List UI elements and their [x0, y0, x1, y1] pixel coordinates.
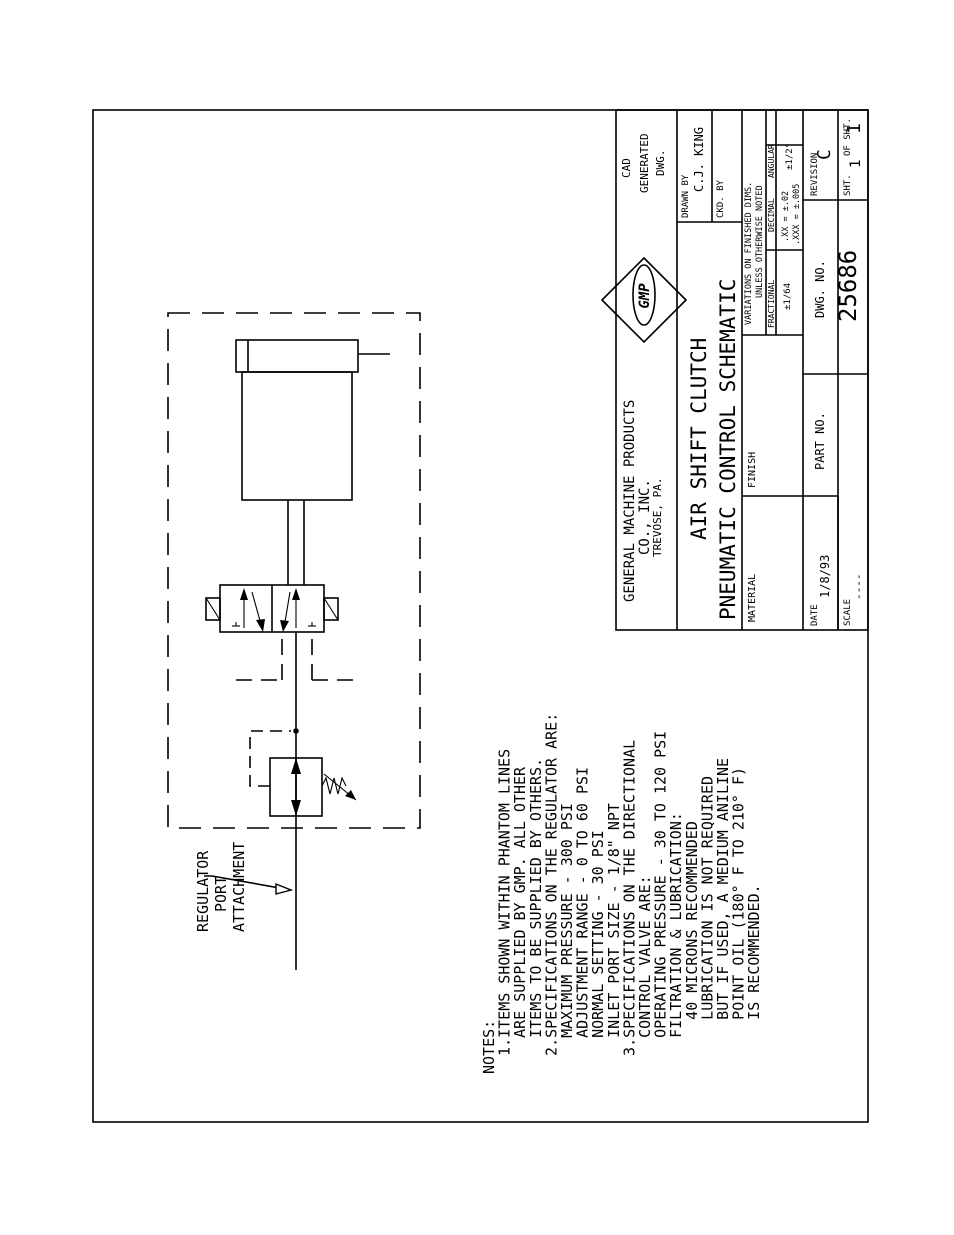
cad-label-line2: GENERATED: [638, 133, 651, 193]
variations-line1: VARIATIONS ON FINISHED DIMS.: [744, 182, 754, 325]
drawn-by-label: DRAWN BY: [681, 174, 691, 218]
date-label: DATE: [810, 604, 820, 626]
company-logo: GMP: [600, 256, 688, 344]
decimal-label: DECIMAL: [767, 198, 776, 232]
sheet-label: SHT.: [843, 174, 853, 196]
callout-line2: PORT: [212, 876, 230, 912]
notes-heading: NOTES:: [480, 1020, 498, 1074]
sheet-value: 1: [848, 160, 864, 168]
directional-control-valve: [205, 584, 339, 633]
note-line: IS RECOMMENDED.: [745, 884, 763, 1074]
company-name-line1: GENERAL MACHINE PRODUCTS: [622, 400, 638, 602]
note-line: INLET PORT SIZE - 1/8" NPT: [605, 803, 623, 1074]
callout-line3: ATTACHMENT: [230, 842, 248, 932]
revision-label: REVISION: [810, 153, 820, 196]
company-name-line3: TREVOSE, PA.: [651, 478, 664, 557]
title-block: GMP GENERAL MACHINE PRODUCTS CO., INC. T…: [600, 109, 869, 631]
material-label: MATERIAL: [747, 574, 758, 622]
company-name-line2: CO., INC.: [637, 479, 653, 555]
pneumatic-schematic: [167, 312, 421, 970]
fractional-label: FRACTIONAL: [767, 280, 776, 328]
note-line: 40 MICRONS RECOMMENDED: [683, 821, 701, 1074]
variations-line2: UNLESS OTHERWISE NOTED: [755, 185, 765, 298]
note-line: FILTRATION & LUBRICATION:: [667, 812, 685, 1074]
date-value: 1/8/93: [818, 555, 832, 598]
note-line: ITEMS TO BE SUPPLIED BY OTHERS.: [527, 758, 545, 1074]
of-sheets-label: OF SHT.: [843, 118, 853, 156]
notes-block: NOTES: 1.ITEMS SHOWN WITHIN PHANTOM LINE…: [480, 713, 763, 1074]
of-sheets-value: 1: [844, 123, 865, 134]
regulator-symbol: [249, 730, 357, 817]
phantom-boundary: [167, 312, 421, 829]
note-line: 2.SPECIFICATIONS ON THE REGULATOR ARE:: [542, 713, 560, 1074]
note-line: NORMAL SETTING - 30 PSI: [589, 830, 607, 1074]
part-no-label: PART NO.: [813, 412, 827, 470]
note-line: 1.ITEMS SHOWN WITHIN PHANTOM LINES: [496, 749, 514, 1074]
dwg-no-label: DWG. NO.: [813, 260, 827, 318]
note-line: ARE SUPPLIED BY GMP. ALL OTHER: [511, 766, 529, 1074]
logo-text: GMP: [637, 283, 653, 309]
drawn-by-value: C.J. KING: [692, 127, 706, 192]
revision-value: C: [814, 149, 835, 160]
note-line: POINT OIL (180° F TO 210° F): [730, 767, 748, 1074]
callout-line1: REGULATOR: [194, 850, 212, 932]
note-line: CONTROL VALVE ARE:: [636, 875, 654, 1074]
regulator-port-callout: REGULATOR PORT ATTACHMENT: [194, 842, 248, 932]
air-cylinder: [235, 339, 390, 501]
checked-by-label: CKD. BY: [716, 179, 726, 218]
scale-label: SCALE: [843, 599, 853, 626]
note-line: MAXIMUM PRESSURE - 300 PSI: [558, 803, 576, 1074]
cad-label-line3: DWG.: [654, 150, 667, 177]
drawing-title-line2: PNEUMATIC CONTROL SCHEMATIC: [716, 279, 740, 620]
callout-leader: [204, 875, 292, 891]
angular-label: ANGULAR: [767, 144, 776, 178]
angular-value: ±1/2°: [785, 143, 795, 170]
note-line: OPERATING PRESSURE - 30 TO 120 PSI: [652, 731, 670, 1074]
scale-value: ----: [852, 574, 865, 601]
dwg-no-value: 25686: [834, 250, 862, 322]
cad-label-line1: CAD: [620, 158, 633, 178]
decimal-value-2: .XXX = ±.005: [792, 184, 802, 245]
note-line: 3.SPECIFICATIONS ON THE DIRECTIONAL: [620, 740, 638, 1074]
drawing-title-line1: AIR SHIFT CLUTCH: [687, 338, 711, 540]
finish-label: FINISH: [747, 452, 758, 488]
junction-dot: [293, 728, 299, 734]
decimal-value-1: .XX = ±.02: [781, 191, 791, 242]
callout-arrow-icon: [275, 882, 294, 895]
fractional-value: ±1/64: [783, 283, 793, 310]
note-line: LUBRICATION IS NOT REQUIRED: [698, 776, 716, 1074]
note-line: ADJUSTMENT RANGE - 0 TO 60 PSI: [574, 767, 592, 1074]
note-line: BUT IF USED, A MEDIUM ANILINE: [714, 758, 732, 1074]
